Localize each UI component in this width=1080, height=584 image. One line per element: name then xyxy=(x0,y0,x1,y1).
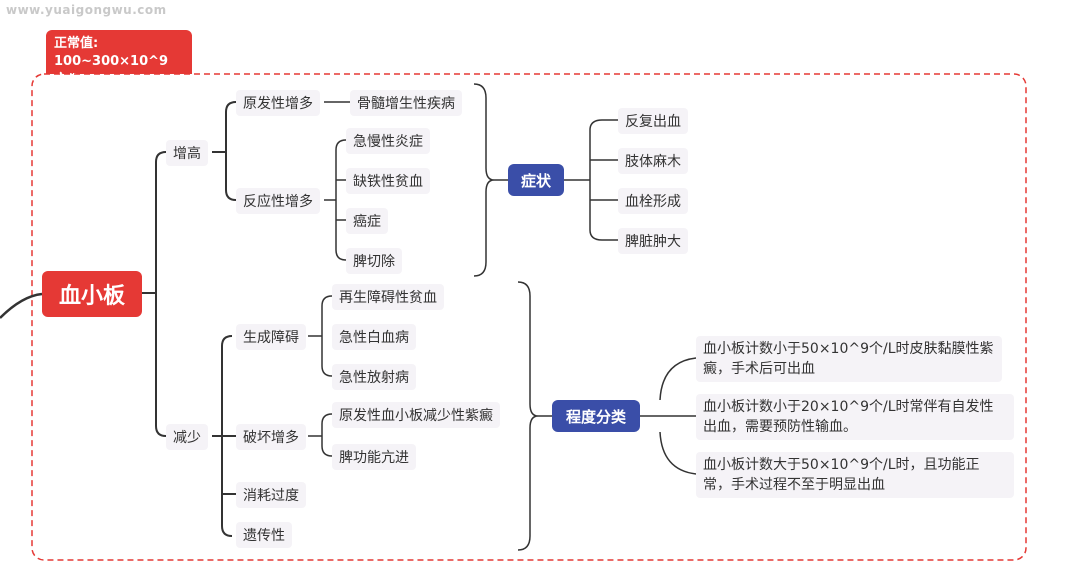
grading-item: 血小板计数小于20×10^9个/L时常伴有自发性出血，需要预防性输血。 xyxy=(696,394,1014,440)
decrease-node: 减少 xyxy=(166,424,208,450)
grading-item: 血小板计数大于50×10^9个/L时，且功能正常，手术过程不至于明显出血 xyxy=(696,452,1014,498)
grading-node: 程度分类 xyxy=(552,400,640,432)
symptom-item: 反复出血 xyxy=(618,108,688,134)
grading-item: 血小板计数小于50×10^9个/L时皮肤黏膜性紫癜，手术后可出血 xyxy=(696,336,1002,382)
watermark: www.yuaigongwu.com xyxy=(6,3,167,17)
production-branch xyxy=(308,295,333,377)
reactive-branch xyxy=(324,139,347,261)
reactive-child-node: 脾切除 xyxy=(346,248,402,274)
reactive-child-node: 缺铁性贫血 xyxy=(346,168,430,194)
dashed-frame xyxy=(31,73,1027,561)
normal-value-note: 正常值: 100~300×10^9个/L xyxy=(46,30,192,87)
increase-node: 增高 xyxy=(166,140,208,166)
symptoms-brace xyxy=(473,83,495,277)
production-child-node: 再生障碍性贫血 xyxy=(332,284,444,310)
symptoms-node: 症状 xyxy=(508,164,564,196)
primary-child-node: 骨髓增生性疾病 xyxy=(350,90,462,116)
primary-increase-node: 原发性增多 xyxy=(236,90,320,116)
production-child-node: 急性放射病 xyxy=(332,364,416,390)
decrease-branch xyxy=(212,335,236,537)
grading-branch xyxy=(640,357,697,475)
normal-value-title: 正常值: xyxy=(54,36,99,51)
production-child-node: 急性白血病 xyxy=(332,324,416,350)
reactive-increase-node: 反应性增多 xyxy=(236,188,320,214)
normal-value-range: 100~300×10^9个/L xyxy=(54,54,169,87)
destruction-child-node: 脾功能亢进 xyxy=(332,444,416,470)
symptom-item: 脾脏肿大 xyxy=(618,228,688,254)
reactive-child-node: 癌症 xyxy=(346,208,388,234)
root-branch xyxy=(142,151,167,437)
root-left-curve xyxy=(0,292,43,319)
root-node: 血小板 xyxy=(42,271,142,317)
production-disorder-node: 生成障碍 xyxy=(236,324,306,350)
excess-consumption-node: 消耗过度 xyxy=(236,482,306,508)
destruction-branch xyxy=(308,413,333,457)
reactive-child-node: 急慢性炎症 xyxy=(346,128,430,154)
grading-brace xyxy=(517,281,539,551)
symptom-item: 血栓形成 xyxy=(618,188,688,214)
hereditary-node: 遗传性 xyxy=(236,522,292,548)
symptoms-branch xyxy=(564,119,618,241)
symptom-item: 肢体麻木 xyxy=(618,148,688,174)
increase-branch xyxy=(212,101,237,201)
destruction-increase-node: 破坏增多 xyxy=(236,424,306,450)
destruction-child-node: 原发性血小板减少性紫癜 xyxy=(332,402,500,428)
